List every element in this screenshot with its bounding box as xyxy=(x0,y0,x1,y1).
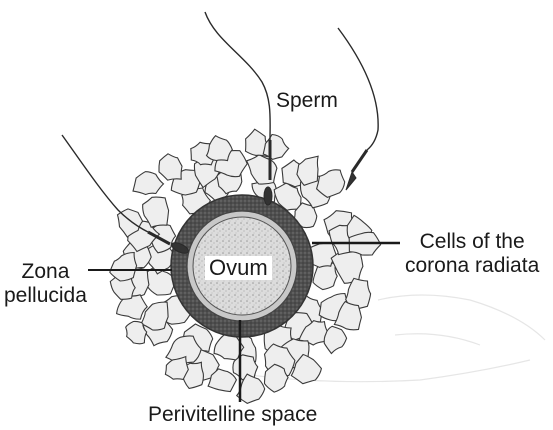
corona-cell xyxy=(110,253,137,282)
zona-pellucida-label-line-1: Zona xyxy=(4,260,87,284)
corona-cell xyxy=(133,172,164,195)
zona-pellucida-label-line-2: pellucida xyxy=(4,284,87,308)
sperm-2 xyxy=(338,28,378,190)
corona-radiata-label: Cells of the corona radiata xyxy=(405,230,539,278)
corona-cell xyxy=(159,154,182,180)
corona-cell xyxy=(317,170,345,198)
perivitelline-space-label: Perivitelline space xyxy=(148,403,317,427)
corona-radiata-label-line-1: Cells of the xyxy=(405,230,539,254)
sperm-label: Sperm xyxy=(276,89,338,113)
corona-cell xyxy=(263,135,289,160)
corona-cell xyxy=(207,136,233,161)
corona-cell xyxy=(324,326,346,353)
corona-cell xyxy=(165,357,188,380)
zona-pellucida-label: Zona pellucida xyxy=(4,260,87,308)
ovum-label: Ovum xyxy=(205,256,272,280)
corona-radiata-label-line-2: corona radiata xyxy=(405,254,539,278)
